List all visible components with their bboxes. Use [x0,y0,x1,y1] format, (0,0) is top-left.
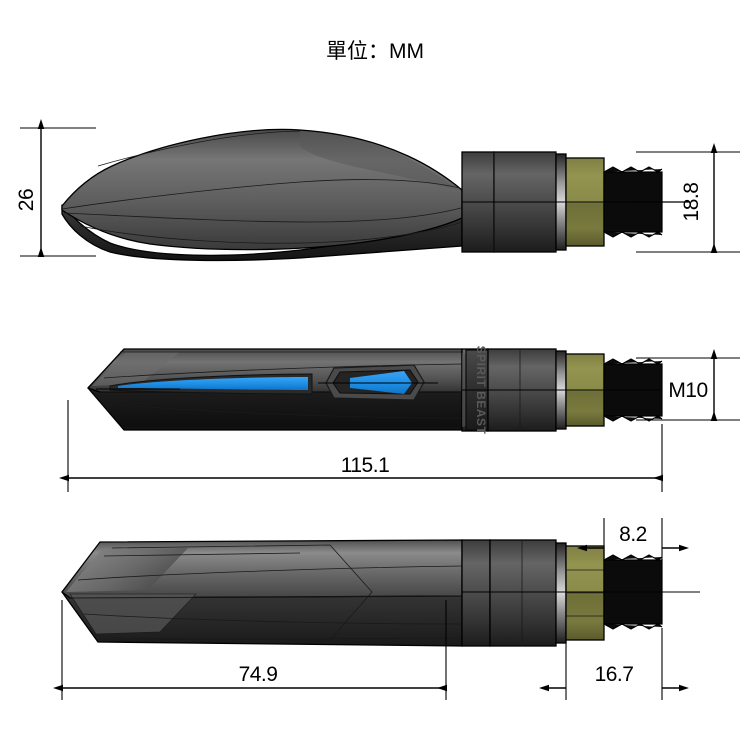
led-strip-blue [118,377,308,390]
view-top-side-profile: 26 18.8 [15,119,740,262]
dimension-18-8: 18.8 [636,143,740,253]
dimension-m10: M10 [636,349,740,421]
dimension-label-26: 26 [15,189,38,211]
view-bottom-back-face: 74.9 8.2 16.7 [53,518,700,700]
dimension-26: 26 [15,119,96,257]
dimension-16-7: 16.7 [539,628,689,700]
led-window-arrow [325,364,425,401]
dimension-label-74-9: 74.9 [239,663,278,686]
dimension-label-16-7: 16.7 [595,663,634,686]
dimension-label-115-1: 115.1 [341,454,390,477]
dimension-74-9: 74.9 [53,600,447,700]
dimension-label-m10: M10 [668,379,707,402]
dimension-label-18-8: 18.8 [680,183,703,222]
dimension-115-1: 115.1 [59,400,663,492]
page-title: 單位：MM [326,40,424,63]
dimension-8-2: 8.2 [577,518,689,560]
view-middle-front-face: SPIRIT BEAST 115.1 [59,346,740,492]
dimension-label-8-2: 8.2 [619,523,647,546]
